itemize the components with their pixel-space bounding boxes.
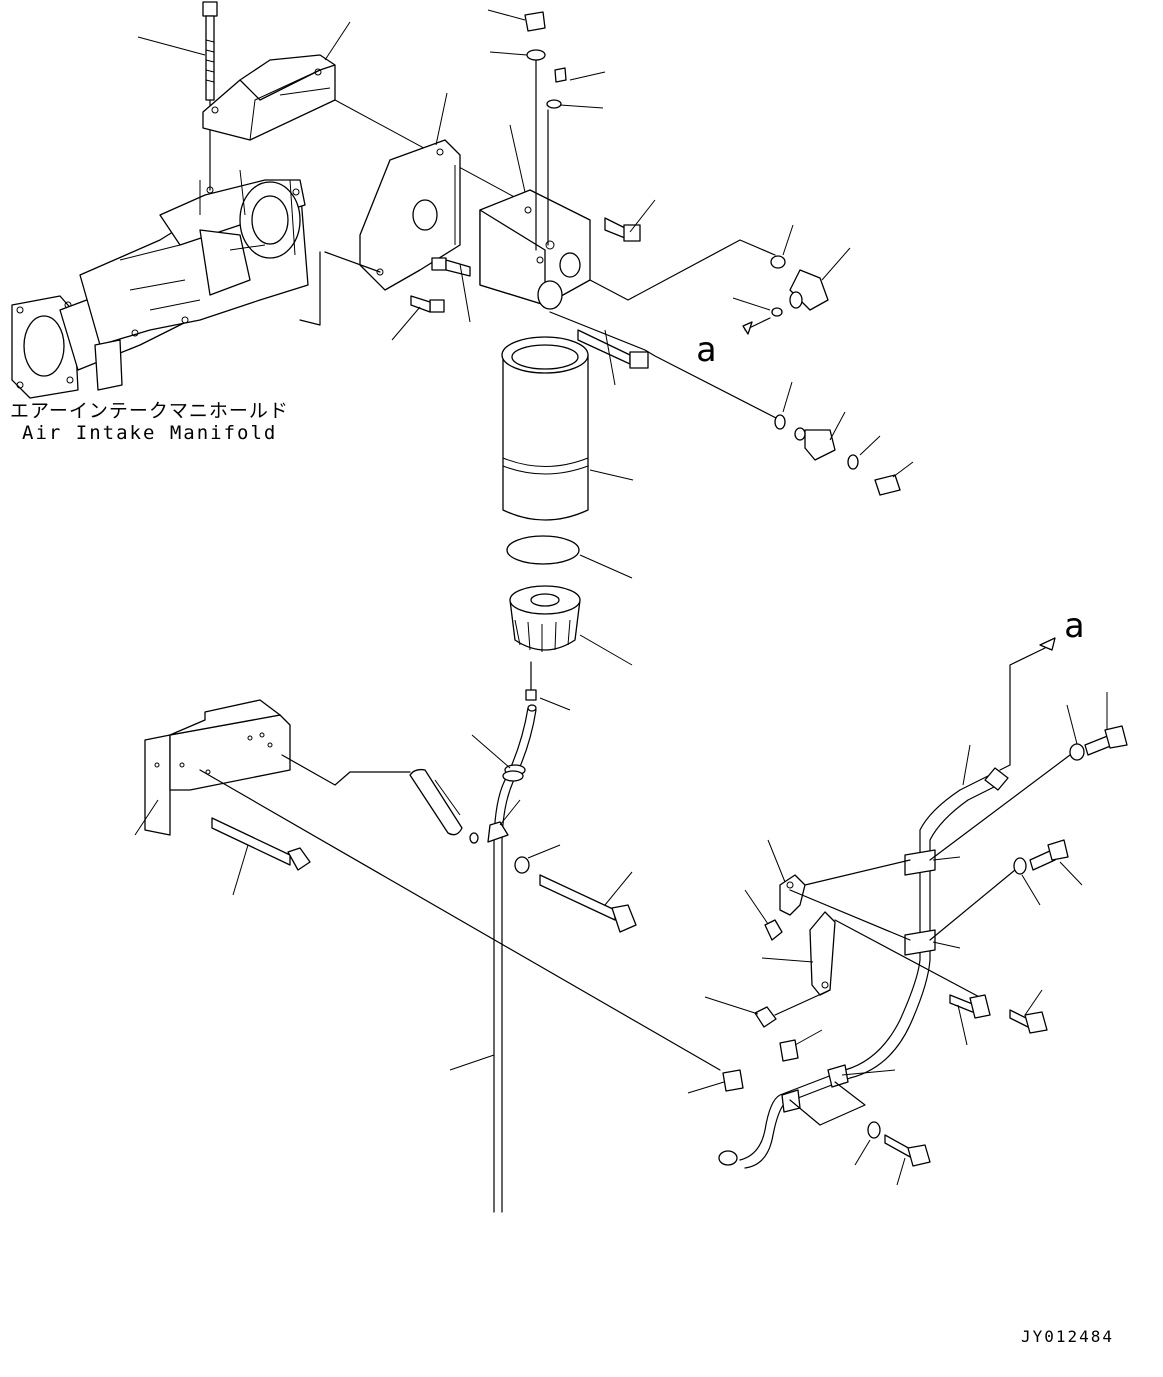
- view-reference-upper: a: [696, 330, 717, 370]
- fuel-filter: [501, 311, 781, 521]
- air-intake-manifold: [11, 169, 321, 399]
- head-fittings: [732, 224, 851, 335]
- right-bolts: [854, 692, 1128, 1186]
- view-reference-lower: a: [1064, 606, 1085, 646]
- drawing-code: JY012484: [1021, 1327, 1115, 1346]
- manifold-label-jp: エアーインテークマニホールド: [10, 400, 289, 422]
- filter-bowl: [506, 535, 633, 711]
- lower-bracket: [134, 699, 721, 1071]
- drain-tube: [449, 704, 537, 1213]
- right-clamps: [687, 754, 1071, 1094]
- filter-head: [479, 9, 776, 310]
- upper-bracket: [137, 1, 521, 201]
- center-bolt: [514, 844, 637, 933]
- mounting-plate: [324, 92, 471, 341]
- side-fittings: [774, 381, 914, 496]
- right-tube-assembly: [718, 637, 1056, 1169]
- manifold-label-en: Air Intake Manifold: [22, 422, 278, 444]
